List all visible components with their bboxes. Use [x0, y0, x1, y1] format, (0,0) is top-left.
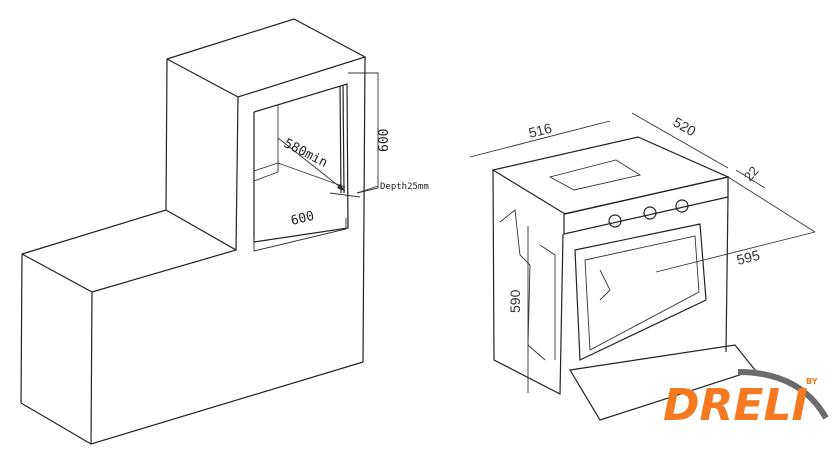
front-panel-label: 22 — [741, 163, 762, 184]
tall-cabinet-left-edge — [165, 58, 168, 211]
control-knob-3 — [675, 199, 689, 213]
control-knob-2 — [643, 206, 657, 220]
control-panel — [563, 176, 729, 235]
oven-depth-label: 520 — [671, 114, 699, 140]
depth-gap-label: Depth25mm — [380, 182, 429, 192]
base-cabinet-top — [21, 209, 238, 293]
front-panel-dimension — [735, 169, 766, 189]
tall-cabinet-front-edge — [235, 96, 239, 251]
depth-arrowhead — [337, 184, 345, 191]
control-knob-1 — [608, 214, 622, 228]
width-dimension-line — [253, 218, 347, 252]
niche-width-label: 600 — [289, 209, 315, 229]
tall-cabinet-top — [166, 18, 367, 98]
overall-width-dimension — [655, 231, 816, 273]
oven-cavity-inner — [584, 235, 700, 351]
niche-height-label: 600 — [377, 129, 392, 152]
oven-height-label: 590 — [507, 289, 523, 313]
oven-width-dimension — [469, 120, 611, 158]
gap-leader-line — [356, 185, 379, 194]
logo-by-text: BY — [806, 377, 818, 386]
tall-cabinet-right-edge — [362, 56, 366, 363]
oven-side — [492, 169, 564, 395]
oven-drawing: 516 520 22 595 590 — [469, 112, 816, 421]
logo-swoosh — [737, 369, 829, 420]
niche-rail — [339, 85, 342, 194]
niche-inner-shelf — [253, 162, 279, 172]
base-cabinet-left-edge — [20, 253, 23, 404]
niche-inner-left — [253, 105, 279, 182]
base-cabinet-bottom — [20, 361, 364, 445]
oven-width-label: 516 — [527, 120, 554, 141]
depth-dimension-line — [277, 137, 346, 192]
logo-brand-text: DRELI — [663, 380, 808, 431]
oven-cavity-frame — [574, 223, 707, 361]
oven-depth-dimension — [631, 112, 729, 169]
gap-dimension-line — [329, 192, 361, 198]
height-dimension-line — [348, 72, 379, 194]
dreli-logo: DRELI BY — [663, 369, 829, 431]
oven-right-edge — [725, 196, 729, 353]
cabinet-niche-drawing: 580min 600 600 Depth25mm — [20, 18, 429, 445]
oven-top-vent — [548, 159, 642, 191]
oven-top — [491, 136, 730, 215]
niche-floor-edge — [277, 162, 346, 188]
niche-rail-2 — [342, 84, 345, 194]
oven-fan — [599, 269, 611, 301]
depth-min-label: 580min — [281, 136, 330, 171]
overall-width-label: 595 — [735, 247, 762, 268]
side-cutout — [499, 209, 546, 361]
niche-opening — [253, 83, 349, 243]
overall-width-extension — [727, 176, 816, 233]
base-cabinet-front-edge — [90, 291, 93, 445]
side-cutout-2 — [539, 244, 556, 360]
